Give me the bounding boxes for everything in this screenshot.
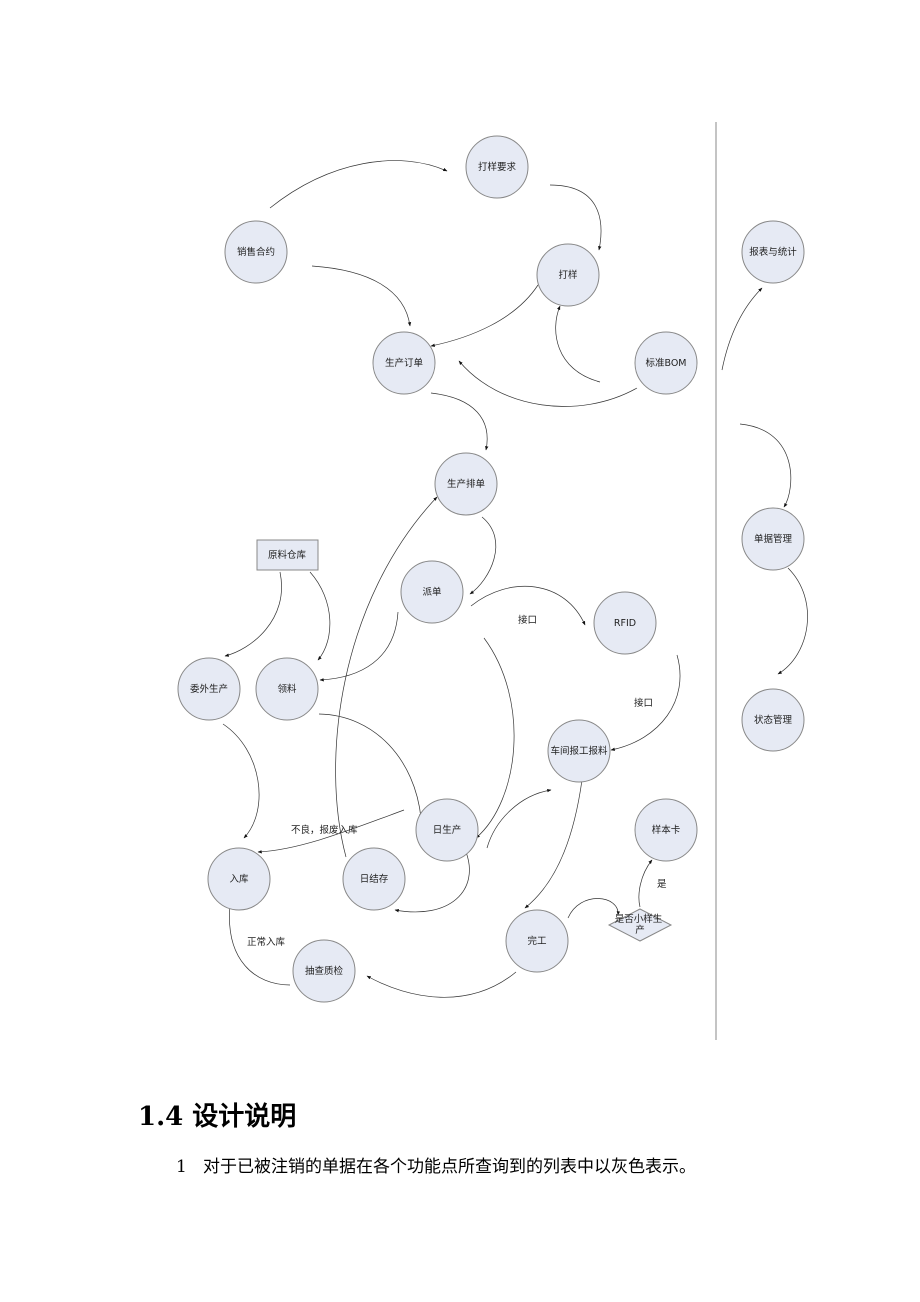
node-material-requisition: 领料 bbox=[255, 657, 319, 721]
edge-decision-to-samplecard bbox=[638, 859, 653, 908]
svg-text:领料: 领料 bbox=[277, 683, 297, 695]
node-sales-contract: 销售合约 bbox=[224, 220, 288, 284]
svg-text:完工: 完工 bbox=[527, 935, 547, 947]
edge-label-defect-scrap: 不良，报废入库 bbox=[291, 824, 358, 836]
edge-label-interface-2: 接口 bbox=[634, 697, 653, 709]
svg-text:标准BOM: 标准BOM bbox=[645, 357, 686, 369]
edge-bom-to-sampling bbox=[555, 305, 601, 383]
edge-warehouse-to-requisition bbox=[309, 571, 331, 661]
edge-left-to-document bbox=[739, 423, 792, 508]
svg-text:委外生产: 委外生产 bbox=[190, 683, 228, 695]
svg-text:样本卡: 样本卡 bbox=[652, 824, 681, 836]
svg-text:派单: 派单 bbox=[422, 586, 442, 598]
edge-dispatch-to-requisition bbox=[319, 611, 399, 682]
svg-text:日生产: 日生产 bbox=[433, 824, 462, 836]
edge-spotcheck-to-warehousing bbox=[227, 904, 291, 986]
node-warehousing: 入库 bbox=[207, 847, 271, 911]
edge-outsource-to-warehousing bbox=[222, 723, 260, 839]
node-reports-statistics: 报表与统计 bbox=[741, 220, 805, 284]
edge-workshop-to-complete bbox=[524, 779, 583, 909]
edge-rfid-to-workshop bbox=[610, 654, 681, 751]
edge-balance-to-schedule bbox=[335, 496, 438, 858]
node-production-scheduling: 生产排单 bbox=[434, 452, 498, 516]
edge-complete-to-decision bbox=[567, 898, 621, 919]
svg-text:生产订单: 生产订单 bbox=[385, 357, 424, 369]
flow-edges bbox=[222, 160, 808, 998]
edge-requisition-to-daily bbox=[318, 713, 423, 819]
svg-text:是否小样生 产: 是否小样生 产 bbox=[615, 913, 666, 936]
svg-text:单据管理: 单据管理 bbox=[754, 533, 793, 545]
svg-text:打样要求: 打样要求 bbox=[478, 161, 517, 173]
decision-label-line-1: 是否小样生 bbox=[615, 913, 663, 925]
edge-order-to-schedule bbox=[430, 392, 489, 451]
node-standard-bom: 标准BOM bbox=[634, 331, 698, 395]
node-document-management: 单据管理 bbox=[741, 507, 805, 571]
node-status-management: 状态管理 bbox=[741, 688, 805, 752]
svg-text:抽查质检: 抽查质检 bbox=[305, 965, 344, 977]
svg-text:日结存: 日结存 bbox=[360, 873, 389, 885]
edge-label-interface-1: 接口 bbox=[518, 614, 537, 626]
svg-text:报表与统计: 报表与统计 bbox=[749, 246, 797, 258]
node-outsourced-production: 委外生产 bbox=[177, 657, 241, 721]
edge-complete-to-spotcheck bbox=[366, 971, 517, 998]
node-sample-request: 打样要求 bbox=[465, 135, 529, 199]
node-rfid: RFID bbox=[593, 591, 657, 655]
svg-text:生产排单: 生产排单 bbox=[447, 478, 486, 490]
section-list-item: 1 对于已被注销的单据在各个功能点所查询到的列表中以灰色表示。 bbox=[176, 1152, 696, 1177]
node-production-order: 生产订单 bbox=[372, 331, 436, 395]
svg-text:销售合约: 销售合约 bbox=[237, 246, 275, 258]
edge-daily-to-warehousing bbox=[257, 809, 405, 854]
edge-warehouse-to-outsource bbox=[224, 571, 282, 657]
svg-text:打样: 打样 bbox=[558, 269, 577, 281]
node-spot-check: 抽查质检 bbox=[292, 939, 356, 1003]
svg-text:车间报工报料: 车间报工报料 bbox=[550, 745, 608, 757]
svg-text:RFID: RFID bbox=[614, 618, 636, 629]
svg-text:入库: 入库 bbox=[229, 873, 249, 885]
edge-sampling-to-order bbox=[430, 284, 539, 347]
edge-dispatch-to-rfid bbox=[470, 586, 586, 626]
edge-label-normal-warehousing: 正常入库 bbox=[247, 936, 286, 948]
node-dispatch: 派单 bbox=[400, 560, 464, 624]
flow-diagram: 销售合约 打样要求 打样 生产订单 标准BOM 生产排单 原料仓库 派单 RFI… bbox=[177, 122, 808, 1040]
list-item-text: 对于已被注销的单据在各个功能点所查询到的列表中以灰色表示。 bbox=[203, 1157, 696, 1177]
edge-label-yes: 是 bbox=[657, 879, 667, 890]
node-sampling: 打样 bbox=[536, 243, 600, 307]
node-completion: 完工 bbox=[505, 909, 569, 973]
edge-sales-to-order bbox=[311, 265, 412, 327]
decision-label-line-2: 产 bbox=[635, 924, 645, 936]
node-is-small-sample: 是否小样生 产 bbox=[607, 908, 673, 942]
node-raw-material-warehouse: 原料仓库 bbox=[256, 539, 319, 571]
edge-document-to-status bbox=[777, 567, 808, 675]
edge-sales-to-request bbox=[269, 160, 448, 209]
edge-daily-to-workshop bbox=[486, 788, 552, 849]
svg-text:状态管理: 状态管理 bbox=[754, 714, 793, 726]
edge-request-to-sampling bbox=[549, 184, 602, 251]
edge-daily-to-balance bbox=[394, 851, 470, 913]
edge-bom-to-order bbox=[458, 360, 638, 407]
node-daily-balance: 日结存 bbox=[342, 847, 406, 911]
svg-text:原料仓库: 原料仓库 bbox=[268, 549, 307, 561]
edge-dispatch-to-daily bbox=[475, 637, 515, 839]
edge-schedule-to-dispatch bbox=[469, 516, 497, 595]
edge-left-to-reports bbox=[721, 287, 763, 371]
node-sample-card: 样本卡 bbox=[634, 798, 698, 862]
node-daily-production: 日生产 bbox=[415, 798, 479, 862]
node-workshop-report: 车间报工报料 bbox=[547, 719, 611, 783]
section-heading: 1.4 设计说明 bbox=[138, 1102, 297, 1132]
list-item-number: 1 bbox=[176, 1157, 187, 1177]
